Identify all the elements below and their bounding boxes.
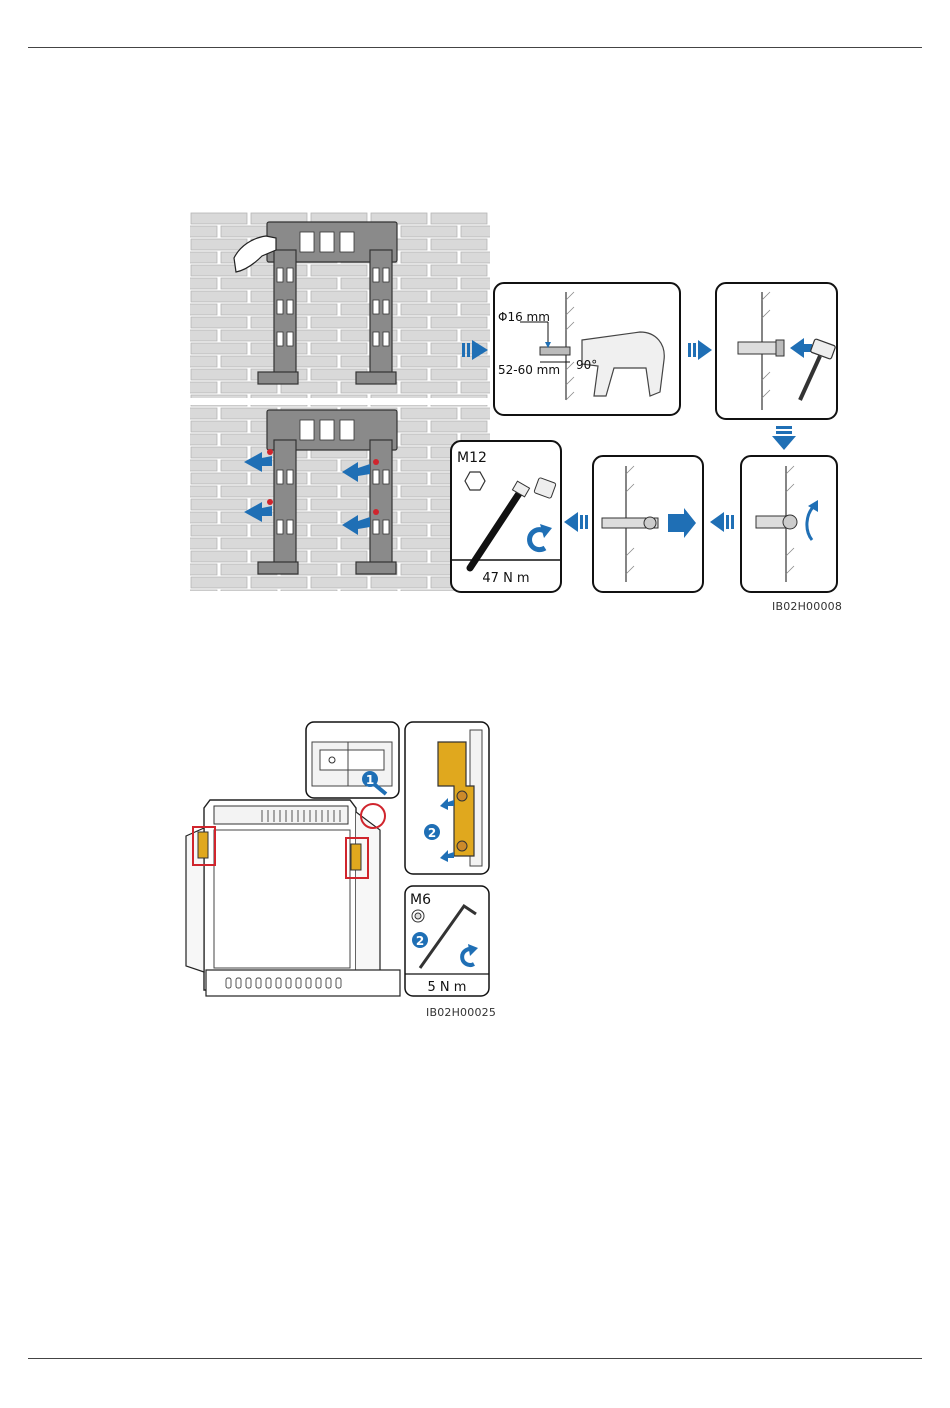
wall-panel-bottom <box>190 405 490 591</box>
step-2-number: 2 <box>428 826 436 840</box>
drill-depth-label: 52-60 mm <box>498 363 560 377</box>
step-arrow-icon <box>710 512 734 532</box>
figure-id: IB02H00008 <box>772 600 842 613</box>
footer-rule <box>28 1358 922 1359</box>
expand-anchor-step-box <box>741 456 837 592</box>
torque-step-box: M12 47 N m <box>451 441 561 592</box>
torque-label: 47 N m <box>482 571 529 586</box>
figure-id: IB02H00025 <box>426 1006 496 1019</box>
step-arrow-down-icon <box>772 426 796 450</box>
wall-panel-top <box>190 212 490 398</box>
drill-diameter-label: Φ16 mm <box>498 310 550 324</box>
screw-size-label: M6 <box>410 892 431 908</box>
remove-nut-step-box <box>593 456 703 592</box>
detail-box-torque: M6 2 5 N m <box>405 886 489 996</box>
bolt-size-label: M12 <box>457 450 487 466</box>
hex-nut-icon <box>465 472 485 490</box>
header-rule <box>28 47 922 48</box>
drill-angle-label: 90° <box>576 358 597 372</box>
detail-box-step-2: 2 <box>405 722 489 874</box>
hammer-anchor-step-box <box>716 283 837 419</box>
detail-box-step-1: 1 <box>306 722 399 798</box>
step-2-number: 2 <box>416 934 424 948</box>
step-arrow-icon <box>688 340 712 360</box>
battery-module <box>186 800 400 996</box>
figure-battery-bracket-securing: 1 2 M6 2 5 N m <box>180 715 495 1000</box>
figure-mount-bracket-installation: Φ16 mm 52-60 mm 90° <box>150 200 850 630</box>
torque-label: 5 N m <box>428 980 467 995</box>
drill-step-box: Φ16 mm 52-60 mm 90° <box>494 283 680 415</box>
step-1-number: 1 <box>366 773 374 787</box>
step-arrow-icon <box>564 512 588 532</box>
